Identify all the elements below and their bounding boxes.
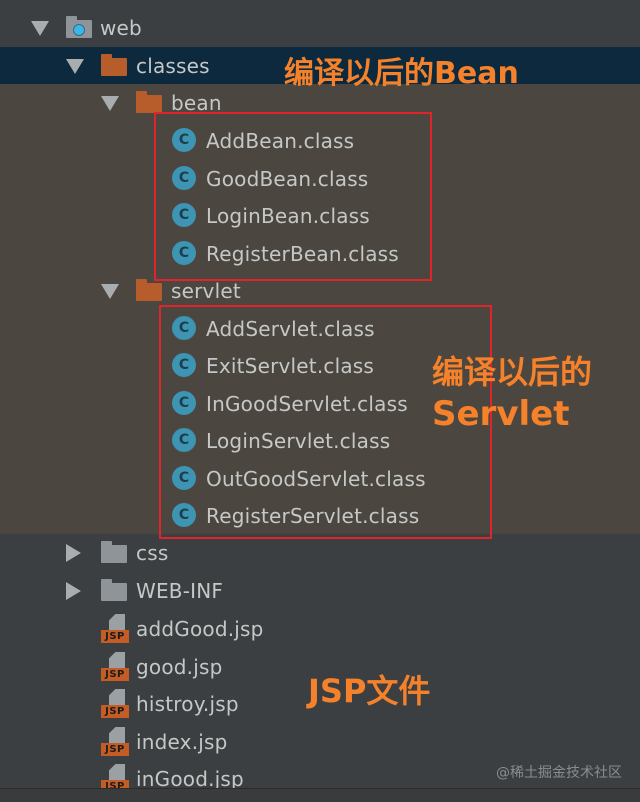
expand-arrow-icon[interactable] bbox=[101, 96, 119, 111]
compiled-output-highlight bbox=[0, 84, 640, 534]
file-label: good.jsp bbox=[136, 654, 223, 679]
tree-node-servlet[interactable]: servlet bbox=[0, 272, 640, 309]
tree-file-jsp[interactable]: JSP addGood.jsp bbox=[0, 610, 640, 647]
tree-node-css[interactable]: css bbox=[0, 534, 640, 571]
class-icon: C bbox=[172, 241, 196, 265]
file-label: InGoodServlet.class bbox=[206, 391, 408, 416]
bottom-toolbar bbox=[0, 788, 640, 802]
tree-file-class[interactable]: C RegisterServlet.class bbox=[0, 497, 640, 534]
file-label: OutGoodServlet.class bbox=[206, 466, 426, 491]
class-icon: C bbox=[172, 391, 196, 415]
file-label: GoodBean.class bbox=[206, 166, 369, 191]
tree-file-jsp[interactable]: JSP index.jsp bbox=[0, 723, 640, 760]
file-label: inGood.jsp bbox=[136, 766, 244, 791]
jsp-file-icon: JSP bbox=[101, 689, 129, 719]
collapsed-arrow-icon[interactable] bbox=[66, 582, 81, 600]
watermark: @稀土掘金技术社区 bbox=[496, 765, 622, 781]
file-label: RegisterBean.class bbox=[206, 241, 399, 266]
node-label: classes bbox=[136, 53, 210, 78]
folder-icon bbox=[136, 91, 162, 113]
folder-icon bbox=[101, 579, 127, 601]
tree-node-web[interactable]: web bbox=[0, 9, 640, 46]
expand-arrow-icon[interactable] bbox=[31, 21, 49, 36]
expand-arrow-icon[interactable] bbox=[101, 284, 119, 299]
file-label: addGood.jsp bbox=[136, 616, 264, 641]
tree-file-jsp[interactable]: JSP histroy.jsp bbox=[0, 685, 640, 722]
tree-file-class[interactable]: C LoginBean.class bbox=[0, 197, 640, 234]
annotation-servlet-line2: Servlet bbox=[432, 394, 570, 434]
class-icon: C bbox=[172, 203, 196, 227]
bean-highlight-box bbox=[154, 112, 432, 281]
folder-icon bbox=[136, 279, 162, 301]
tree-file-class[interactable]: C AddServlet.class bbox=[0, 310, 640, 347]
class-icon: C bbox=[172, 166, 196, 190]
folder-icon bbox=[101, 54, 127, 76]
file-label: index.jsp bbox=[136, 729, 228, 754]
tree-file-class[interactable]: C InGoodServlet.class bbox=[0, 385, 640, 422]
tree-file-jsp[interactable]: JSP good.jsp bbox=[0, 648, 640, 685]
node-label: WEB-INF bbox=[136, 578, 224, 603]
class-icon: C bbox=[172, 428, 196, 452]
file-label: histroy.jsp bbox=[136, 691, 239, 716]
tree-file-class[interactable]: C GoodBean.class bbox=[0, 160, 640, 197]
servlet-highlight-box bbox=[159, 305, 492, 539]
class-icon: C bbox=[172, 466, 196, 490]
folder-icon bbox=[101, 541, 127, 563]
tree-file-class[interactable]: C LoginServlet.class bbox=[0, 422, 640, 459]
annotation-bean: 编译以后的Bean bbox=[284, 56, 519, 91]
file-label: LoginBean.class bbox=[206, 203, 370, 228]
file-label: AddServlet.class bbox=[206, 316, 375, 341]
node-label: servlet bbox=[171, 278, 241, 303]
tree-file-class[interactable]: C AddBean.class bbox=[0, 122, 640, 159]
class-icon: C bbox=[172, 128, 196, 152]
annotation-servlet-line1: 编译以后的 bbox=[432, 353, 593, 391]
jsp-file-icon: JSP bbox=[101, 727, 129, 757]
annotation-jsp: JSP文件 bbox=[308, 672, 431, 710]
file-label: AddBean.class bbox=[206, 128, 355, 153]
tree-file-class[interactable]: C RegisterBean.class bbox=[0, 235, 640, 272]
tree-file-class[interactable]: C ExitServlet.class bbox=[0, 347, 640, 384]
class-icon: C bbox=[172, 353, 196, 377]
expand-arrow-icon[interactable] bbox=[66, 59, 84, 74]
web-folder-icon bbox=[66, 16, 92, 38]
jsp-file-icon: JSP bbox=[101, 614, 129, 644]
file-label: RegisterServlet.class bbox=[206, 503, 420, 528]
node-label: css bbox=[136, 540, 169, 565]
file-label: ExitServlet.class bbox=[206, 353, 375, 378]
tree-node-bean[interactable]: bean bbox=[0, 84, 640, 121]
jsp-file-icon: JSP bbox=[101, 652, 129, 682]
collapsed-arrow-icon[interactable] bbox=[66, 544, 81, 562]
node-label: bean bbox=[171, 90, 222, 115]
tree-node-web-inf[interactable]: WEB-INF bbox=[0, 572, 640, 609]
tree-file-class[interactable]: C OutGoodServlet.class bbox=[0, 460, 640, 497]
node-label: web bbox=[100, 15, 142, 40]
class-icon: C bbox=[172, 316, 196, 340]
file-label: LoginServlet.class bbox=[206, 428, 391, 453]
class-icon: C bbox=[172, 503, 196, 527]
tree-node-classes[interactable]: classes bbox=[0, 47, 640, 84]
